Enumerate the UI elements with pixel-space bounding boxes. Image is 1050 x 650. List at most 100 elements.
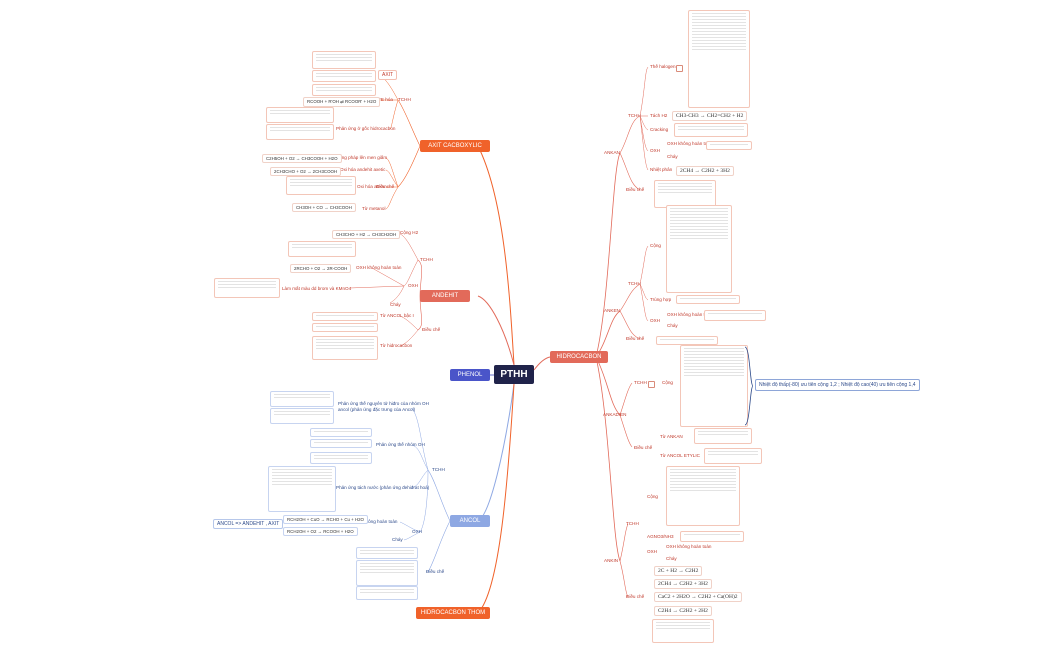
branch-hidrocacbon-thom[interactable]: HIDROCACBON THOM — [416, 607, 490, 619]
ancol-the-nhom-oh-label[interactable]: Phản ứng thế nguyên tử hiđro của nhóm OH — [338, 401, 429, 406]
ankan-oxh-label[interactable]: OXH — [650, 148, 660, 153]
branch-ancol[interactable]: ANCOL — [450, 515, 490, 527]
ankan-nhiet-phan-formula: 2CH4 → C2H2 + 3H2 — [676, 166, 734, 176]
ankadien-tchh-label[interactable]: TCHH — [634, 380, 647, 385]
axit-metanol-formula: CH3OH + CO → CH3COOH — [292, 203, 356, 212]
ankan-oxh-note — [706, 141, 752, 150]
branch-phenol[interactable]: PHENOL — [450, 369, 490, 381]
ankadien-summary-note: Nhiệt độ thấp(-80) ưu tiên cộng 1,2 ; Nh… — [755, 379, 920, 391]
ankin-oxh-label[interactable]: OXH — [647, 549, 657, 554]
ankan-tchh-label[interactable]: TCHH — [628, 113, 641, 118]
anken-dieu-che-label[interactable]: Điều chế — [626, 336, 645, 341]
ancol-oxh-khong-hoan-toan-label[interactable]: OXH không hoàn toàn — [352, 519, 398, 524]
ankin-agno3-label[interactable]: AGNO3/NH3 — [647, 534, 674, 539]
anken-oxh-label[interactable]: OXH — [650, 318, 660, 323]
ankadien-brace — [744, 346, 754, 426]
anken-oxh-note — [704, 310, 766, 321]
hc-ankadien-label[interactable]: ANKADIEN — [603, 412, 627, 417]
andehit-tchh-label[interactable]: TCHH — [420, 257, 433, 262]
andehit-tu-ancol-label[interactable]: Từ ANCOL bậc I — [380, 313, 414, 318]
ankan-the-halogen-label[interactable]: Thế halogen — [650, 64, 676, 69]
ankin-cong-label[interactable]: Cộng — [647, 494, 658, 499]
branch-hidrocacbon[interactable]: HIDROCACBON — [550, 351, 608, 363]
ancol-dieu-che-note-2 — [356, 560, 418, 586]
hc-ankin-label[interactable]: ANKIN — [604, 558, 619, 563]
ankan-the-halogen-note-icon[interactable] — [676, 65, 683, 72]
ancol-summary-node[interactable]: ANCOL => ANDEHIT , AXIT — [213, 519, 284, 529]
ankadien-tu-ankan-label[interactable]: Từ ANKAN — [660, 434, 683, 439]
ankadien-cong-label[interactable]: Cộng — [662, 380, 673, 385]
ankan-cracking-label[interactable]: Cracking — [650, 127, 669, 132]
ancol-tach-nuoc-note — [268, 466, 336, 512]
andehit-oxh-label[interactable]: OXH — [408, 283, 418, 288]
ankan-oxh-khong-hoan-toan-label[interactable]: OXH không hoàn toàn — [667, 141, 713, 146]
anken-trung-hop-label[interactable]: Trùng hợp — [650, 297, 672, 302]
ankin-dieu-che-formula-2: 2CH4 → C2H2 + 3H2 — [654, 579, 712, 589]
andehit-oxh-note-1 — [288, 241, 356, 257]
ancol-dieu-che-label[interactable]: Điều chế — [426, 569, 445, 574]
ancol-tchh-label[interactable]: TCHH — [432, 467, 445, 472]
ankadien-tu-ancol-etylic-label[interactable]: Từ ANCOL ETYLIC — [660, 453, 700, 458]
andehit-chay-label[interactable]: Cháy — [390, 302, 401, 307]
ancol-chay-label[interactable]: Cháy — [392, 537, 403, 542]
ankan-tach-formula: CH3-CH3 → CH2=CH2 + H2 — [672, 111, 748, 121]
axit-note-1 — [312, 51, 376, 69]
andehit-oxh-khong-hoan-toan-label[interactable]: OXH không hoàn toàn — [356, 265, 402, 270]
axit-tu-metanol-label[interactable]: Từ metanol — [362, 206, 386, 211]
andehit-ancol-note-2 — [312, 323, 378, 332]
axit-oxi-hoa-ankan-label[interactable]: Oxi hóa ankan — [357, 184, 387, 189]
ankin-tchh-label[interactable]: TCHH — [626, 521, 639, 526]
ancol-oxh-formula-1: RCH2OH + CuO → RCHO + Cu + H2O — [283, 515, 368, 524]
ancol-dieu-che-note-3 — [356, 586, 418, 600]
ankan-tach-h2-label[interactable]: Tách H2 — [650, 113, 668, 118]
branch-andehit[interactable]: ANDEHIT — [420, 290, 470, 302]
axit-tchh-label[interactable]: TCHH — [398, 97, 411, 102]
ancol-tach-nuoc-label[interactable]: Phản ứng tách nước (phản ứng đehiđrat ho… — [336, 485, 430, 490]
ankin-cong-note — [666, 466, 740, 526]
anken-chay-label[interactable]: Cháy — [667, 323, 678, 328]
root-node[interactable]: PTHH — [494, 365, 534, 384]
andehit-ancol-note — [312, 312, 378, 321]
hc-anken-label[interactable]: ANKEN — [604, 308, 620, 313]
ancol-the-nhom-oh-label-2[interactable]: ancol (phản ứng đặc trưng của Ancol) — [338, 407, 416, 412]
hc-ankan-label[interactable]: ANKAN — [604, 150, 620, 155]
ankan-nhiet-phan-label[interactable]: Nhiệt phân — [650, 167, 673, 172]
andehit-hidrocacbon-note — [312, 336, 378, 360]
anken-tchh-label[interactable]: TCHH — [628, 281, 641, 286]
andehit-oxh-formula: 2RCHO + O2 → 2R-COOH — [290, 264, 352, 273]
ankadien-tu-ankan-note — [694, 428, 752, 444]
ankan-dieu-che-note — [654, 180, 716, 208]
ankin-oxh-khong-hoan-toan-label[interactable]: OXH không hoàn toàn — [666, 544, 712, 549]
ankan-chay-label[interactable]: Cháy — [667, 154, 678, 159]
ankan-cracking-note — [674, 123, 748, 137]
ankin-dieu-che-formula-3: CaC2 + 2H2O → C2H2 + Ca(OH)2 — [654, 592, 742, 602]
ankadien-tchh-note-icon[interactable] — [648, 381, 655, 388]
andehit-cong-h2-label[interactable]: Cộng H2 — [400, 230, 419, 235]
axit-este-hoa-label[interactable]: ESTE hóa — [372, 97, 393, 102]
ankadien-cong-note — [680, 345, 748, 427]
branch-axit-cacboxylic[interactable]: AXIT CACBOXYLIC — [420, 140, 490, 152]
andehit-tu-hidrocacbon-label[interactable]: Từ hidrocacbon — [380, 343, 413, 348]
axit-goc-hidrocacbon-label[interactable]: Phản ứng ở gốc hidrocacbon — [336, 126, 396, 131]
axit-oxi-hoa-andehit-label[interactable]: Oxi hóa andehit axetic — [340, 167, 386, 172]
ankin-dieu-che-label[interactable]: Điều chế — [626, 594, 645, 599]
andehit-dieu-che-label[interactable]: Điều chế — [422, 327, 441, 332]
andehit-lam-mat-mau-label[interactable]: Làm mất màu dd brom và KMnO4 — [282, 286, 352, 291]
ancol-oxh-label[interactable]: OXH — [412, 529, 422, 534]
ankadien-dieu-che-label[interactable]: Điều chế — [634, 445, 653, 450]
ancol-the-oh-label[interactable]: Phản ứng thế nhóm OH — [376, 442, 425, 447]
axit-dieu-che-label[interactable]: Điều chế — [376, 184, 395, 189]
ankin-chay-label[interactable]: Cháy — [666, 556, 677, 561]
axit-goc-note-2 — [266, 124, 334, 140]
axit-len-men-label[interactable]: Phương pháp lên men giấm — [330, 155, 388, 160]
anken-oxh-khong-hoan-toan-label[interactable]: OXH không hoàn toàn — [667, 312, 713, 317]
ankin-dieu-che-formula-4: C2H4 → C2H2 + 2H2 — [654, 606, 712, 616]
ancol-the-h-note-1 — [270, 391, 334, 407]
axit-axit-node[interactable]: AXIT — [378, 70, 398, 80]
ankan-dieu-che-label[interactable]: Điều chế — [626, 187, 645, 192]
ancol-the-h-note-2 — [270, 408, 334, 424]
axit-andehit-formula: 2CH3CHO + O2 → 2CH3COOH — [270, 167, 342, 176]
anken-cong-label[interactable]: Cộng — [650, 243, 661, 248]
ancol-oxh-formula-2: RCH2OH + O2 → RCOOH + H2O — [283, 527, 358, 536]
